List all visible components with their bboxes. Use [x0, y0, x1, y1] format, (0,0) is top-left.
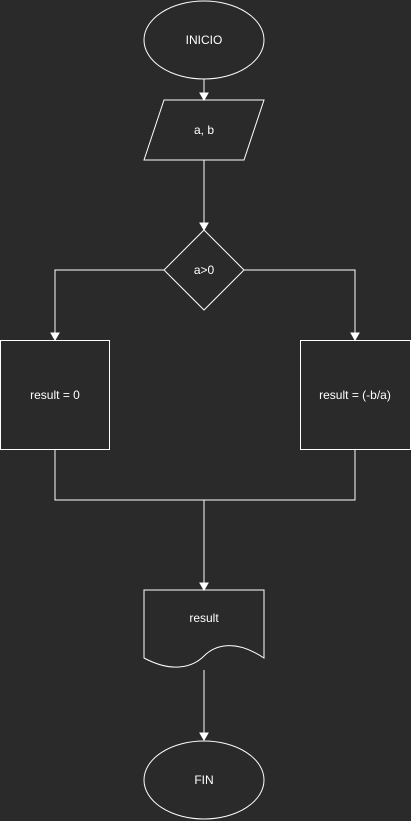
arrowhead: [350, 332, 360, 342]
decision-node[interactable]: a>0: [163, 229, 245, 311]
input-parallelogram: [143, 99, 265, 161]
edge-input-to-decision: [199, 160, 209, 232]
edge-decision-to-right: [244, 269, 360, 342]
output-node[interactable]: result: [143, 589, 265, 668]
edge-line: [54, 269, 164, 334]
end-label: FIN: [194, 773, 213, 787]
edge-decision-to-left: [50, 269, 164, 342]
start-node[interactable]: INICIO: [143, 0, 265, 80]
input-label: a, b: [194, 123, 214, 137]
right-process-label: result = (-b/a): [319, 388, 391, 402]
arrowhead: [199, 222, 209, 232]
output-label: result: [189, 611, 219, 625]
arrowhead: [199, 582, 209, 592]
edge-start-to-input: [199, 79, 209, 102]
input-node[interactable]: a, b: [143, 99, 265, 161]
edge-merge: [54, 450, 356, 592]
edge-output-to-end: [199, 670, 209, 742]
arrowhead: [199, 732, 209, 742]
output-document-shape: [143, 589, 265, 668]
decision-label: a>0: [194, 263, 215, 277]
left-process-node[interactable]: result = 0: [0, 340, 110, 450]
arrowhead: [50, 332, 60, 342]
left-process-label: result = 0: [30, 388, 80, 402]
left-process-rect: [0, 340, 110, 450]
decision-diamond: [163, 229, 245, 311]
end-node[interactable]: FIN: [143, 740, 265, 820]
edge-line: [244, 269, 356, 334]
start-label: INICIO: [186, 33, 223, 47]
right-process-node[interactable]: result = (-b/a): [300, 340, 411, 450]
end-ellipse: [143, 740, 265, 820]
merge-line: [54, 450, 356, 501]
arrowhead: [199, 92, 209, 102]
